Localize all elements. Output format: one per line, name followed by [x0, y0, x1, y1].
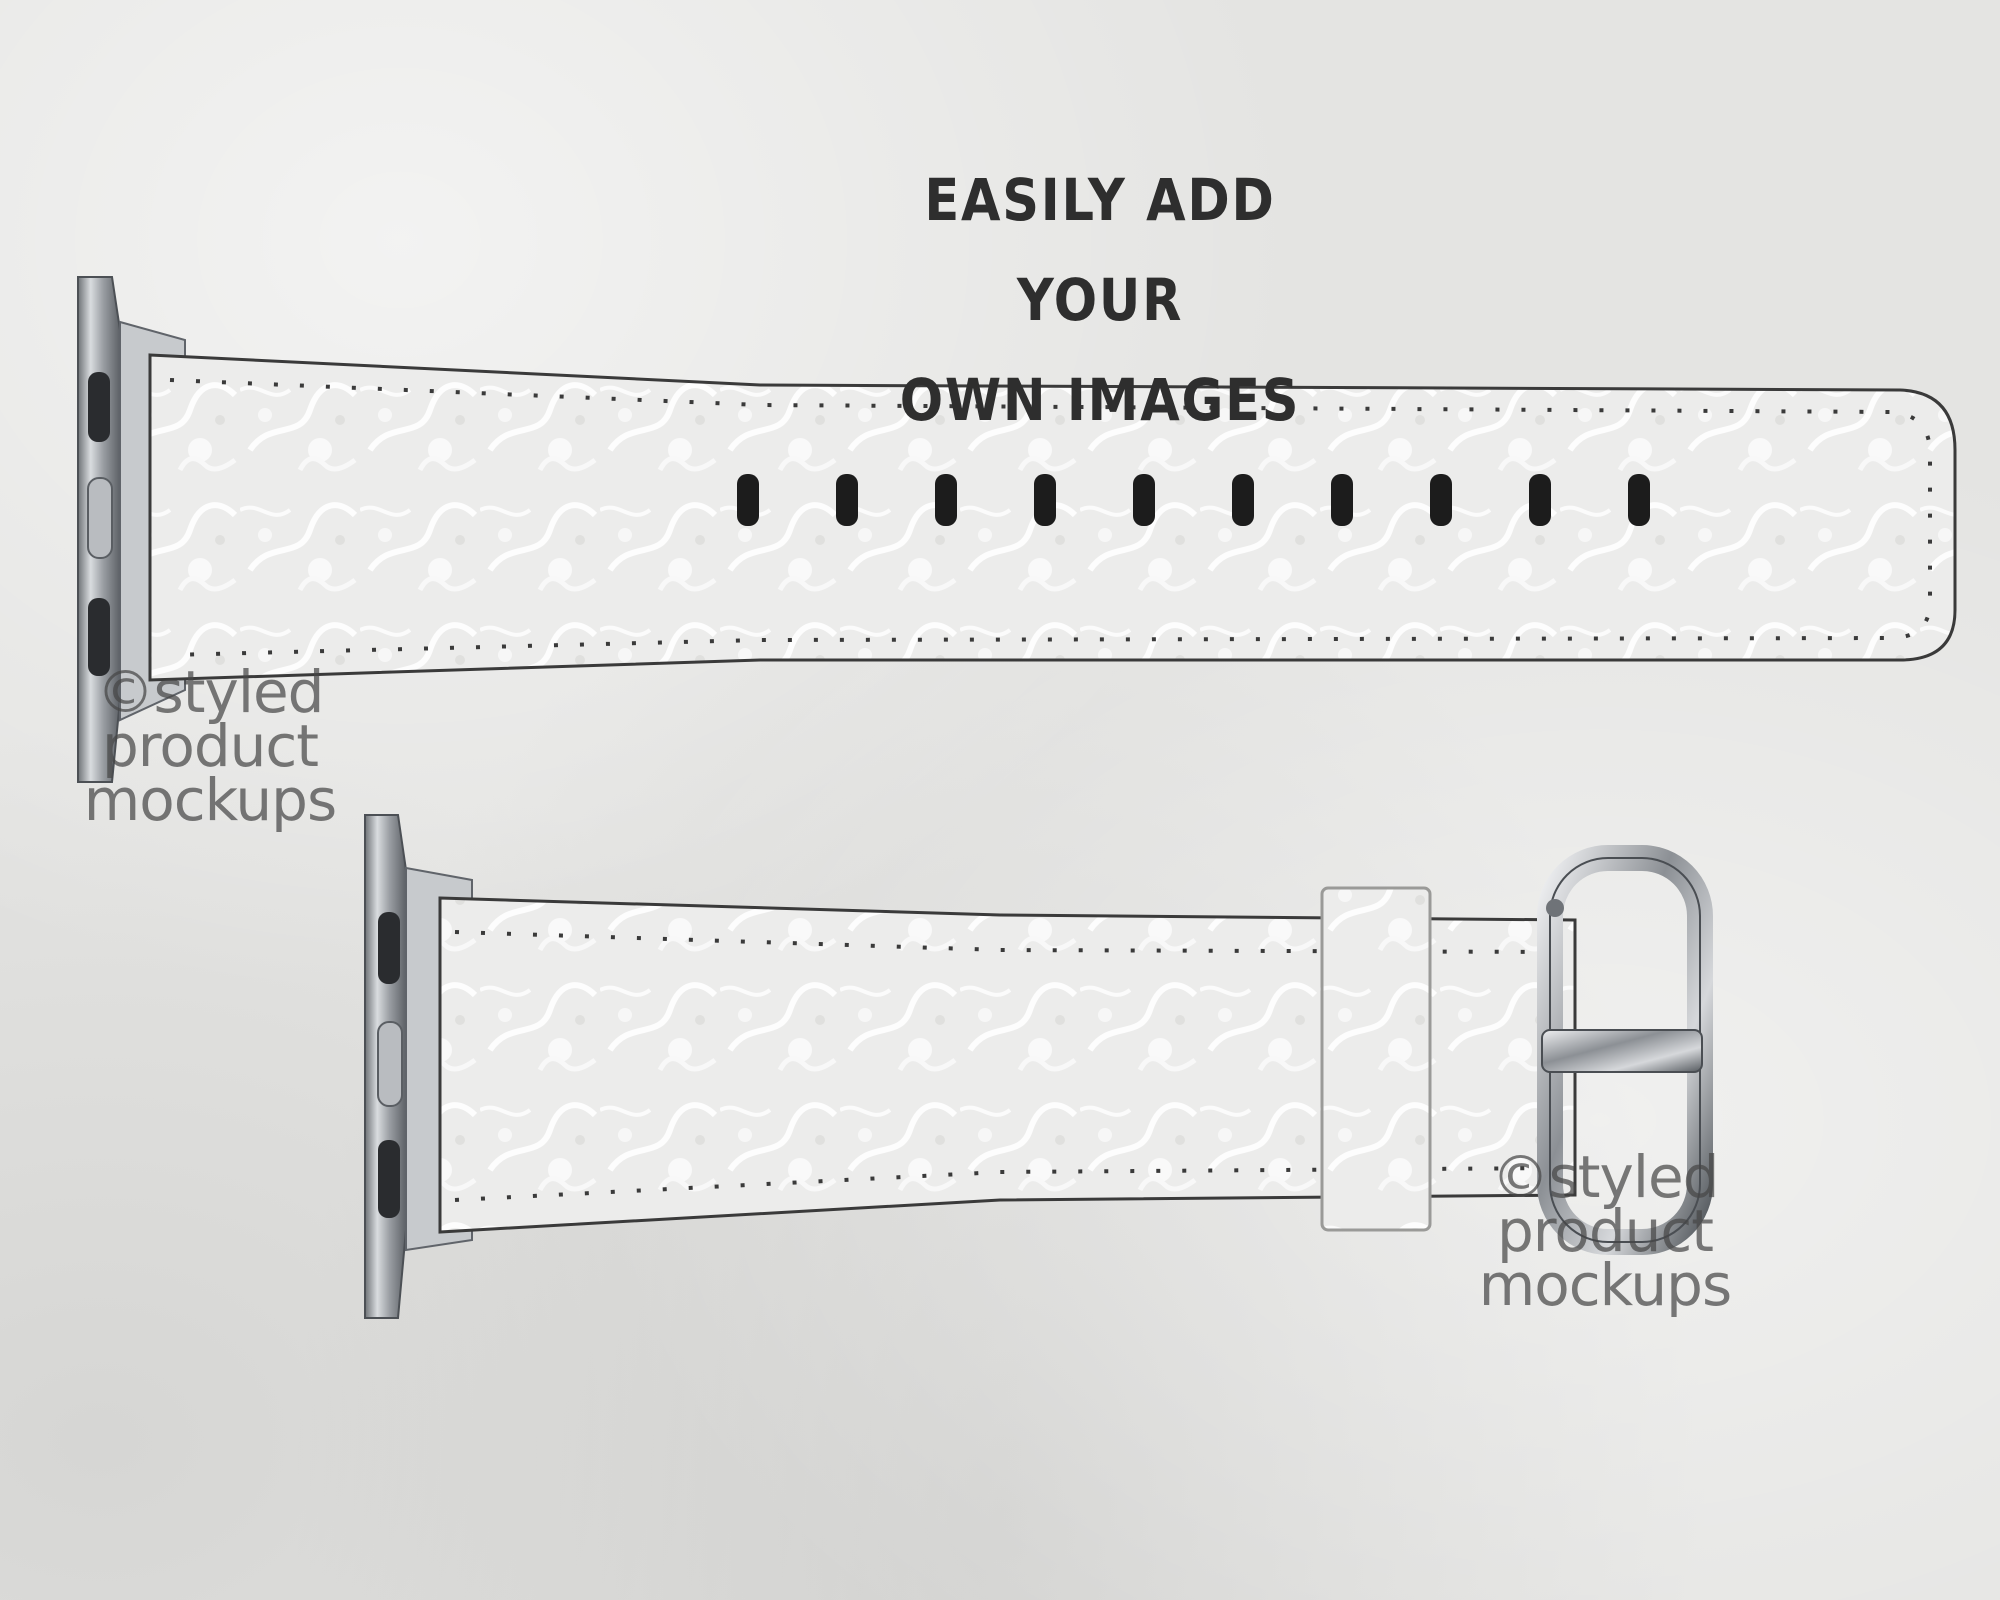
strap-hole — [1133, 474, 1155, 526]
headline-line-2: OWN IMAGES — [899, 366, 1301, 434]
lug-release-icon — [87, 477, 113, 559]
strap-hole — [836, 474, 858, 526]
lug-button-icon — [378, 1140, 400, 1218]
strap-hole — [1034, 474, 1056, 526]
watermark-line-2: product — [1496, 1197, 1714, 1265]
buckle-prong-icon — [1541, 1029, 1703, 1073]
top-strap — [77, 276, 1957, 783]
lug-button-icon — [88, 598, 110, 676]
headline: EASILY ADD YOUR OWN IMAGES — [836, 150, 1364, 450]
strap-hole — [1331, 474, 1353, 526]
strap-hole — [1430, 474, 1452, 526]
strap-hole — [935, 474, 957, 526]
watermark-line-3: mockups — [1478, 1251, 1732, 1319]
top-strap-holes — [737, 474, 1650, 526]
headline-line-1: EASILY ADD YOUR — [924, 166, 1276, 334]
lug-release-icon — [377, 1021, 403, 1107]
watermark-bottom: ©styled product mockups — [1455, 1143, 1755, 1319]
strap-hole — [1628, 474, 1650, 526]
lug-button-icon — [88, 372, 110, 442]
strap-hole — [1232, 474, 1254, 526]
buckle-pin-icon — [1546, 899, 1564, 917]
watermark-line-2: product — [101, 712, 319, 780]
lug-button-icon — [378, 912, 400, 984]
bottom-strap — [364, 814, 1713, 1319]
strap-hole — [737, 474, 759, 526]
buckle — [1537, 845, 1713, 1255]
strap-keeper-loop — [1320, 886, 1432, 1232]
watermark-line-3: mockups — [83, 766, 337, 834]
watermark-line-1: ©styled — [1491, 1143, 1720, 1211]
bottom-strap-body — [438, 896, 1577, 1234]
strap-hole — [1529, 474, 1551, 526]
watermark-line-1: ©styled — [96, 658, 325, 726]
watermark-top: ©styled product mockups — [60, 658, 360, 834]
